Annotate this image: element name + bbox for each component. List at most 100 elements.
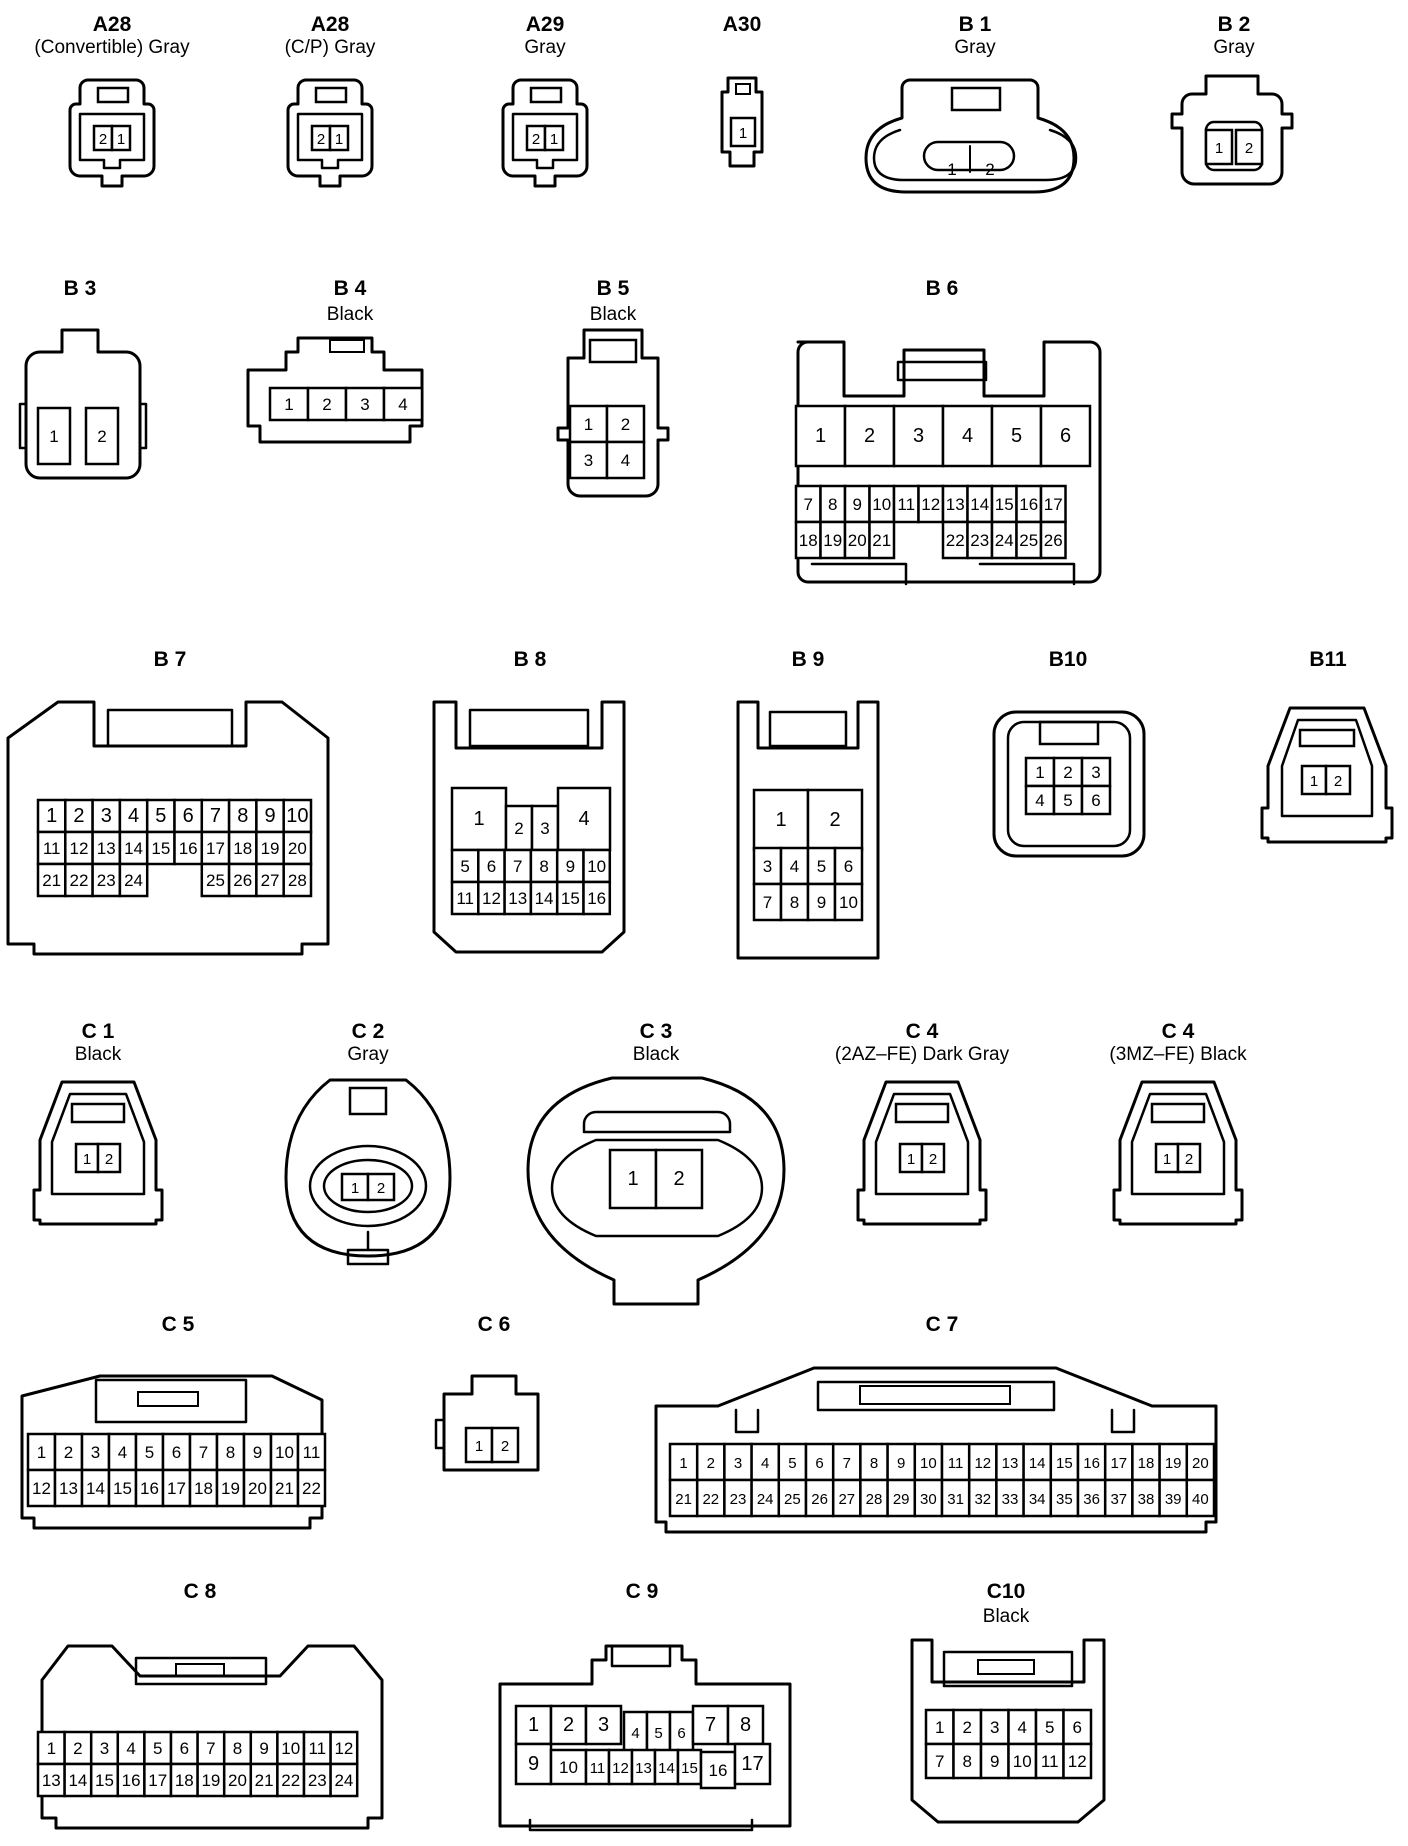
pin-number: 14: [970, 495, 989, 514]
pin-cavity: [36, 1762, 66, 1798]
pin-cavity: [1034, 1708, 1065, 1746]
pin-number: 11: [1041, 1752, 1059, 1771]
pin-number: 18: [194, 1479, 213, 1498]
pin-number: 2: [673, 1168, 684, 1190]
pin-cavity: [868, 520, 896, 560]
pin-cavity: [328, 124, 350, 152]
pin-number: 3: [100, 1739, 109, 1758]
pin-number: 24: [757, 1491, 774, 1508]
pin-cavity: [118, 862, 149, 898]
pin-cavity: [382, 386, 424, 422]
connector-code: B 3: [64, 277, 97, 300]
pin-number: 6: [677, 1725, 685, 1742]
housing-outline: [346, 1230, 390, 1266]
pin-number: 26: [811, 1491, 828, 1508]
pin-number: 12: [974, 1455, 991, 1472]
pin-number: 8: [226, 1443, 235, 1462]
pin-number: 4: [631, 1725, 639, 1742]
housing-outline: [528, 1818, 754, 1832]
pin-number: 9: [853, 495, 862, 514]
pin-number: 7: [804, 495, 813, 514]
housing-outline: [856, 1080, 988, 1226]
housing-outline: [246, 336, 424, 444]
pin-number: 2: [985, 160, 994, 179]
pin-number: 14: [535, 889, 554, 908]
pin-cavity: [695, 1442, 726, 1482]
pin-cavity: [924, 1742, 955, 1780]
housing-outline: [910, 1638, 1106, 1824]
pin-number: 23: [308, 1771, 327, 1790]
housing-outline: [511, 112, 579, 170]
pin-number: 1: [49, 427, 58, 446]
pin-cavity: [63, 1762, 93, 1798]
pin-cavity: [134, 1432, 165, 1472]
pin-cavity: [96, 1142, 122, 1174]
pin-number: 4: [790, 857, 799, 876]
connector-code: B11: [1309, 648, 1347, 671]
housing-outline: [468, 708, 590, 748]
pin-cavity: [268, 386, 310, 422]
pin-number: 18: [175, 1771, 194, 1790]
connector-color: Black: [75, 1044, 122, 1065]
connector-color: Black: [590, 304, 637, 325]
pin-number: 15: [561, 889, 580, 908]
pin-cavity: [134, 1468, 165, 1508]
pin-number: 3: [598, 1714, 609, 1736]
pin-cavity: [966, 484, 994, 524]
pin-number: 4: [761, 1455, 769, 1472]
pin-cavity: [1039, 404, 1092, 468]
pin-number: 1: [550, 131, 558, 148]
pin-number: 18: [1138, 1455, 1155, 1472]
pin-number: 7: [935, 1752, 944, 1771]
connector-color: Gray: [954, 37, 996, 58]
pin-number: 7: [199, 1443, 208, 1462]
pin-number: 6: [1073, 1718, 1082, 1737]
pin-number: 20: [288, 839, 307, 858]
pin-number: 22: [702, 1491, 719, 1508]
pin-number: 7: [210, 805, 221, 827]
pin-number: 13: [59, 1479, 78, 1498]
connector-code: C10: [987, 1580, 1026, 1603]
pin-number: 2: [929, 1151, 937, 1168]
housing-outline: [329, 339, 365, 353]
connector-color: Black: [633, 1044, 680, 1065]
pin-number: 19: [1165, 1455, 1182, 1472]
pin-cavity: [116, 1730, 146, 1766]
pin-number: 21: [42, 871, 61, 890]
pin-number: 3: [360, 395, 369, 414]
pin-number: 20: [1192, 1455, 1209, 1472]
pin-number: 17: [741, 1753, 763, 1775]
housing-outline: [526, 1076, 786, 1306]
housing-outline: [922, 140, 1016, 172]
pin-number: 25: [784, 1491, 801, 1508]
pin-number: 10: [587, 857, 606, 876]
pin-cavity: [282, 830, 313, 866]
pin-number: 2: [532, 131, 540, 148]
housing-outline: [864, 78, 1076, 194]
pin-number: 37: [1110, 1491, 1127, 1508]
pin-cavity: [806, 846, 837, 886]
pin-cavity: [843, 404, 896, 468]
pin-number: 2: [73, 805, 84, 827]
housing-outline: [720, 76, 764, 168]
pin-number: 21: [255, 1771, 274, 1790]
pin-cavity: [979, 1742, 1010, 1780]
pin-number: 3: [1091, 763, 1100, 782]
pin-number: 16: [1083, 1455, 1100, 1472]
housing-outline: [68, 78, 156, 188]
pin-cavity: [556, 786, 612, 852]
housing-outline: [18, 402, 148, 450]
connector-code: A30: [723, 13, 762, 36]
connector-color: (2AZ–FE) Dark Gray: [835, 1044, 1010, 1065]
pin-cavity: [215, 1432, 246, 1472]
connector-code: B 5: [597, 277, 630, 300]
pin-number: 13: [508, 889, 527, 908]
connector-color: Gray: [524, 37, 566, 58]
pin-cavity: [794, 404, 847, 468]
housing-outline: [432, 700, 626, 954]
pin-number: 1: [46, 805, 57, 827]
housing-outline: [734, 1408, 1136, 1434]
